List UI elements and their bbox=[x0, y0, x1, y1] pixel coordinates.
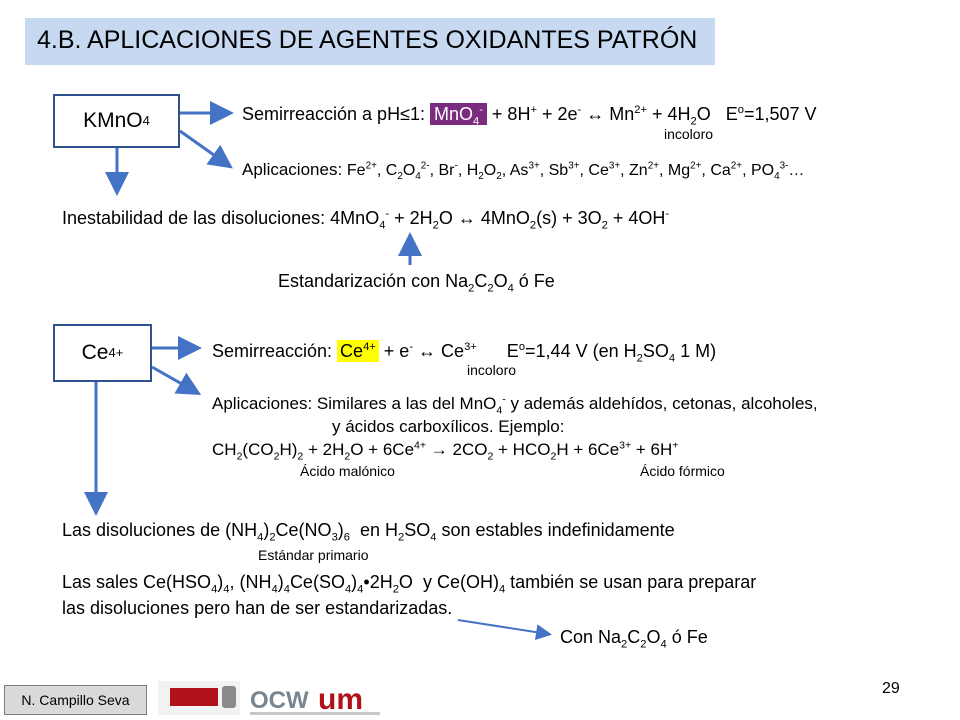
author-label: N. Campillo Seva bbox=[4, 685, 147, 715]
ce4-highlight: Ce4+ bbox=[337, 340, 379, 362]
logo-red-block bbox=[170, 688, 218, 706]
kmno4-aplicaciones: Aplicaciones: Fe2+, C2O42-, Br-, H2O2, A… bbox=[242, 160, 805, 183]
arrow-con-fe bbox=[457, 619, 552, 641]
logo-crest bbox=[222, 686, 236, 708]
ce-aplicaciones-line1: Aplicaciones: Similares a las del MnO4- … bbox=[212, 393, 818, 417]
ce-aplicaciones-line2: y ácidos carboxílicos. Ejemplo: bbox=[332, 417, 565, 436]
acido-formico-label: Ácido fórmico bbox=[640, 463, 725, 479]
bottom-line1: Las disoluciones de (NH4)2Ce(NO3)6 en H2… bbox=[62, 520, 675, 544]
estandarizacion: Estandarización con Na2C2O4 ó Fe bbox=[278, 271, 555, 295]
um-logo-text: um bbox=[318, 683, 363, 716]
ocw-um-logo: OCW um bbox=[250, 683, 380, 716]
title-bar bbox=[25, 18, 715, 65]
ce-ejemplo-reaccion: CH2(CO2H)2 + 2H2O + 6Ce4+ → 2CO2 + HCO2H… bbox=[212, 439, 679, 463]
bottom-line3: las disoluciones pero han de ser estanda… bbox=[62, 598, 453, 618]
ocw-logo-text: OCW bbox=[250, 687, 309, 714]
bottom-line2: Las sales Ce(HSO4)4, (NH4)4Ce(SO4)4•2H2O… bbox=[62, 572, 757, 596]
con-na2c2o4: Con Na2C2O4 ó Fe bbox=[560, 627, 708, 651]
kmno4-semirreaccion: Semirreacción a pH≤1: MnO4- + 8H+ + 2e- … bbox=[242, 103, 817, 128]
mno4-highlight: MnO4- bbox=[429, 103, 487, 127]
arrow-ce-apps bbox=[151, 365, 202, 395]
arrow-kmno4-apps bbox=[179, 129, 233, 169]
universidad-murcia-logo bbox=[158, 681, 240, 715]
acido-malonico-label: Ácido malónico bbox=[300, 463, 395, 479]
kmno4-box-label: KMnO bbox=[83, 109, 143, 132]
ce4-box-label: Ce bbox=[81, 341, 109, 364]
ce-incoloro: incoloro bbox=[467, 362, 517, 378]
kmno4-incoloro: incoloro bbox=[664, 126, 714, 142]
page-title: 4.B. APLICACIONES DE AGENTES OXIDANTES P… bbox=[37, 26, 698, 54]
ce-semirreaccion: Semirreacción: Ce4+ + e- ↔ Ce3+ Eo=1,44 … bbox=[212, 340, 717, 365]
inestabilidad: Inestabilidad de las disoluciones: 4MnO4… bbox=[62, 208, 670, 232]
estandar-primario-label: Estándar primario bbox=[258, 547, 369, 563]
page-number: 29 bbox=[882, 680, 900, 697]
